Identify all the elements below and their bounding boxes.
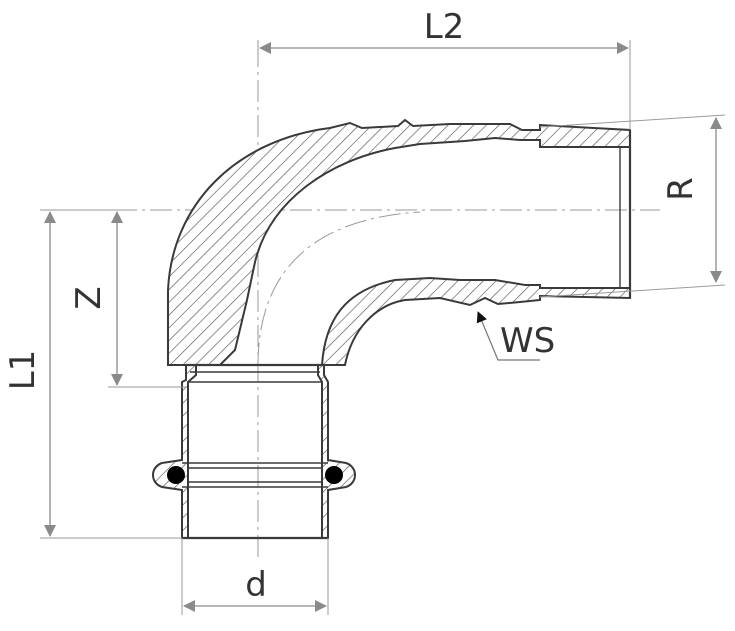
threaded-end bbox=[540, 130, 632, 298]
bend-centerline bbox=[257, 211, 421, 366]
ws-leader-line bbox=[476, 311, 540, 361]
ws-label: WS bbox=[500, 321, 555, 361]
seal-ring-right bbox=[325, 466, 343, 484]
r-extension-bottom bbox=[539, 284, 726, 298]
r-extension-top bbox=[539, 114, 726, 128]
outer-wall bbox=[167, 118, 631, 366]
dimension-l2: L2 bbox=[257, 7, 631, 130]
r-label: R bbox=[661, 177, 701, 201]
socket-left-wall bbox=[152, 364, 197, 539]
leader-ws: WS bbox=[476, 311, 555, 361]
dimension-l1: L1 bbox=[3, 209, 182, 539]
dimension-z: Z bbox=[69, 211, 186, 388]
dimension-r: R bbox=[539, 114, 726, 298]
l2-label: L2 bbox=[424, 7, 465, 47]
inner-wall bbox=[320, 276, 631, 366]
d-label: d bbox=[245, 565, 267, 605]
elbow-body bbox=[167, 118, 631, 366]
l1-label: L1 bbox=[3, 350, 43, 391]
center-lines bbox=[45, 45, 660, 560]
seal-ring-left bbox=[167, 466, 185, 484]
press-socket bbox=[152, 363, 356, 540]
dimension-d: d bbox=[181, 538, 329, 615]
socket-right-wall bbox=[317, 364, 356, 539]
z-label: Z bbox=[69, 286, 109, 309]
